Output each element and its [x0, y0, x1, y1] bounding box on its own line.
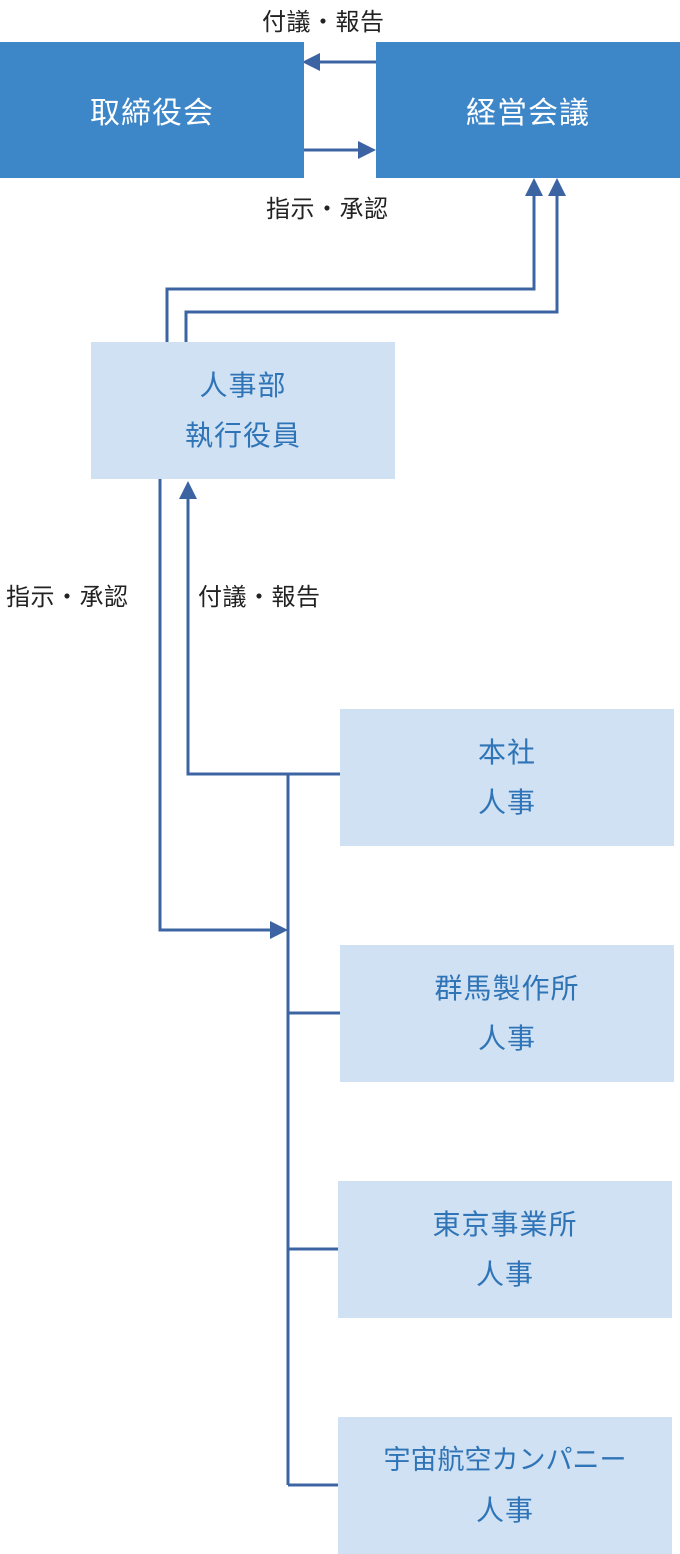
arrowhead-up-icon [548, 178, 566, 196]
label-mid-report: 付議・報告 [198, 583, 321, 611]
arrowhead-up-icon [525, 178, 543, 196]
hr-executive-line2: 執行役員 [184, 418, 301, 452]
department-suffix: 人事 [475, 1493, 534, 1527]
department-box-headquarters: 本社 人事 [340, 709, 674, 846]
department-name: 本社 [477, 735, 536, 769]
arrow-hr-to-management-outer [165, 194, 536, 342]
label-top-report: 付議・報告 [262, 8, 385, 36]
department-name: 宇宙航空カンパニー [383, 1444, 627, 1476]
department-box-gunma: 群馬製作所 人事 [340, 945, 674, 1082]
arrowhead-right-icon [270, 921, 288, 939]
arrow-instruct-to-departments [158, 479, 272, 932]
management-meeting-label: 経営会議 [466, 96, 590, 131]
department-suffix: 人事 [477, 785, 536, 819]
department-box-aerospace: 宇宙航空カンパニー 人事 [338, 1417, 672, 1554]
department-name: 東京事業所 [432, 1207, 578, 1241]
arrowhead-left-icon [302, 53, 320, 71]
board-of-directors-label: 取締役会 [90, 96, 214, 131]
label-top-instruct: 指示・承認 [266, 195, 389, 223]
hr-executive-box: 人事部 執行役員 [91, 342, 395, 479]
department-suffix: 人事 [477, 1021, 536, 1055]
board-of-directors-box: 取締役会 [0, 42, 304, 178]
hr-executive-line1: 人事部 [199, 368, 287, 402]
management-meeting-box: 経営会議 [376, 42, 680, 178]
arrowhead-right-icon [358, 141, 376, 159]
label-mid-instruct: 指示・承認 [6, 583, 129, 611]
department-box-tokyo: 東京事業所 人事 [338, 1181, 672, 1318]
department-suffix: 人事 [475, 1257, 534, 1291]
arrow-hr-to-management-inner [184, 194, 559, 342]
arrow-report-to-hr [186, 497, 340, 776]
arrowhead-up-icon [179, 481, 197, 499]
department-name: 群馬製作所 [434, 971, 580, 1005]
